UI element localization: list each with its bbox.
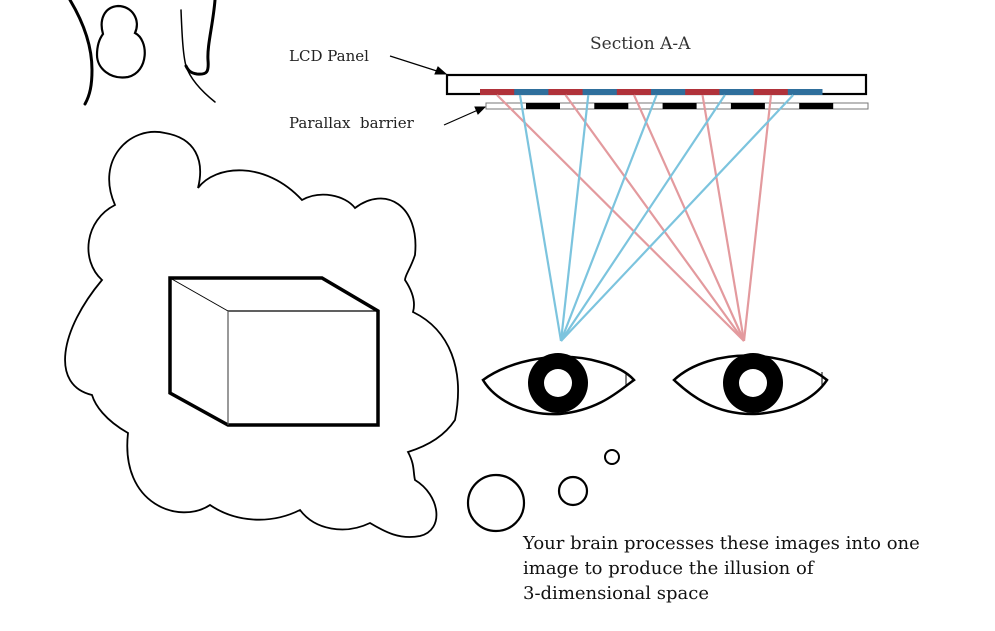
parallax-barrier-label: Parallax barrier <box>289 114 415 132</box>
ray-right-eye <box>564 94 745 342</box>
lcd-panel-arrow <box>389 55 448 75</box>
section-title: Section A-A <box>590 34 691 54</box>
ray-right-eye <box>701 94 746 342</box>
pixel-red <box>480 89 515 95</box>
3d-box <box>168 276 380 427</box>
pixel-red <box>548 89 584 95</box>
thought-bubble-small <box>604 449 620 465</box>
pixel-blue <box>787 89 823 95</box>
pixel-red <box>616 89 652 95</box>
left-eye <box>481 353 636 416</box>
barrier-block <box>526 103 560 109</box>
head-outline <box>68 0 217 106</box>
light-rays <box>496 94 794 342</box>
caption-line-3: 3-dimensional space <box>523 583 709 604</box>
pixel-blue <box>719 89 755 95</box>
pixel-red <box>685 89 720 95</box>
left-eye-pupil <box>544 369 572 397</box>
ray-right-eye <box>496 94 745 342</box>
barrier-block <box>799 103 834 109</box>
right-eye <box>672 353 829 416</box>
ray-left-eye <box>559 94 658 342</box>
caption-line-2: image to produce the illusion of <box>523 558 814 579</box>
caption-text: Your brain processes these images into o… <box>523 531 993 606</box>
box-outline <box>168 276 380 427</box>
ray-left-eye <box>560 94 726 342</box>
right-eye-pupil <box>739 369 767 397</box>
thought-bubble-medium <box>557 475 589 507</box>
ray-left-eye <box>559 94 590 342</box>
thought-bubble-large <box>466 473 526 533</box>
neck-right-contour <box>184 0 217 76</box>
barrier-block <box>662 103 697 109</box>
pixel-red <box>753 89 789 95</box>
lcd-panel-label: LCD Panel <box>289 47 369 65</box>
barrier-block <box>730 103 765 109</box>
parallax-barrier-arrow <box>443 106 487 126</box>
ear-shape <box>95 4 146 79</box>
barrier-block <box>594 103 629 109</box>
neck-right-inner <box>180 9 216 103</box>
ray-right-eye <box>742 94 773 342</box>
pixel-blue <box>651 89 686 95</box>
caption-line-1: Your brain processes these images into o… <box>523 533 920 554</box>
head-left-contour <box>68 0 94 106</box>
barrier-slots <box>526 103 834 109</box>
pixel-strip <box>480 89 823 95</box>
ray-left-eye <box>560 94 794 342</box>
box-top-left-edge <box>169 277 229 312</box>
pixel-blue <box>582 89 618 95</box>
ray-left-eye <box>518 94 563 342</box>
pixel-blue <box>514 89 549 95</box>
ray-right-eye <box>632 94 746 342</box>
